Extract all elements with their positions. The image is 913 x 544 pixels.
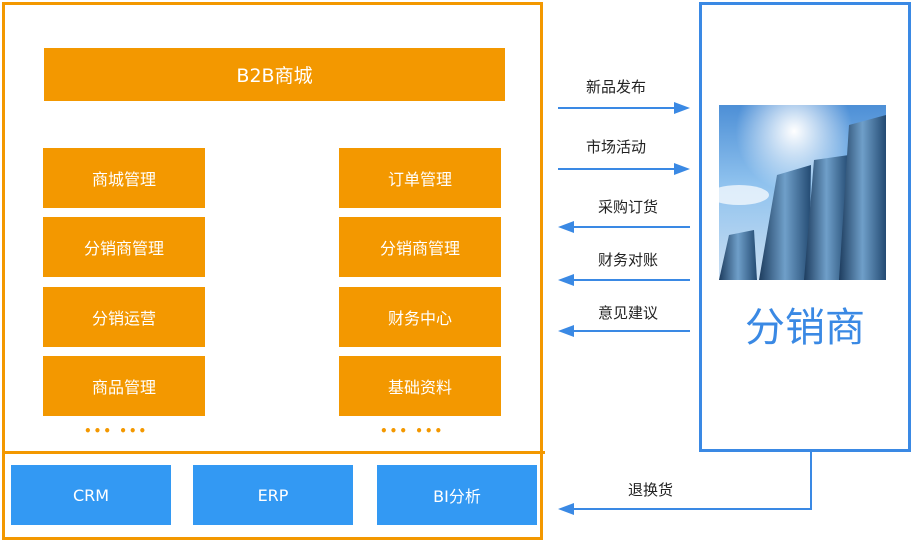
arrow-left-icon <box>558 325 690 337</box>
module-mall-management: 商城管理 <box>43 148 205 208</box>
flow-label-marketing: 市场活动 <box>586 138 647 156</box>
arrow-right-icon <box>558 102 690 114</box>
flow-label-return: 退换货 <box>628 481 674 499</box>
b2b-mall-frame <box>2 2 543 540</box>
flow-label-reconciliation: 财务对账 <box>598 251 659 269</box>
system-erp: ERP <box>193 465 353 525</box>
distributor-frame <box>699 2 911 452</box>
module-basic-data: 基础资料 <box>339 356 501 416</box>
system-bi-analysis: BI分析 <box>377 465 537 525</box>
distributor-label: 分销商 <box>745 305 865 351</box>
return-arrow-icon <box>558 452 812 515</box>
module-distribution-operation: 分销运营 <box>43 287 205 347</box>
module-distributor-management-left: 分销商管理 <box>43 217 205 277</box>
system-crm: CRM <box>11 465 171 525</box>
module-order-management: 订单管理 <box>339 148 501 208</box>
ellipsis-left: ••• ••• <box>84 424 149 438</box>
mall-title: B2B商城 <box>44 48 505 101</box>
ellipsis-right: ••• ••• <box>380 424 445 438</box>
arrow-left-icon <box>558 221 690 233</box>
module-finance-center: 财务中心 <box>339 287 501 347</box>
flow-label-new-product: 新品发布 <box>586 78 647 96</box>
flow-label-feedback: 意见建议 <box>598 304 659 322</box>
skyscraper-photo-icon <box>719 105 886 280</box>
arrow-right-icon <box>558 163 690 175</box>
arrow-left-icon <box>558 274 690 286</box>
mall-system-divider <box>2 451 545 454</box>
module-product-management: 商品管理 <box>43 356 205 416</box>
module-distributor-management-right: 分销商管理 <box>339 217 501 277</box>
flow-label-purchase-order: 采购订货 <box>598 198 659 216</box>
